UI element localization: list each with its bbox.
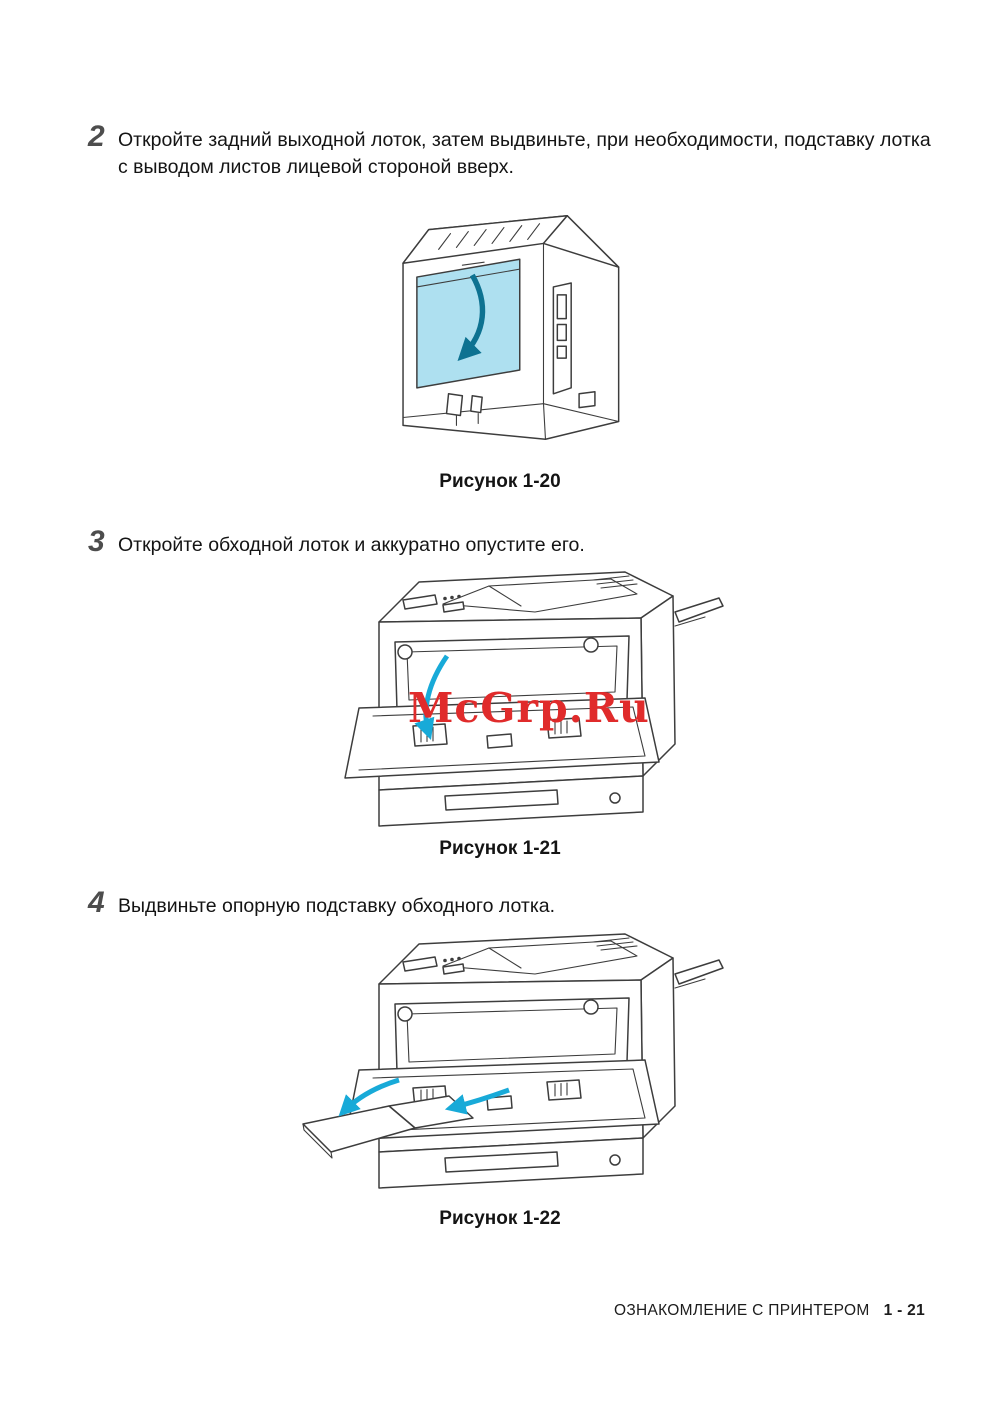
printer-front-body xyxy=(302,933,724,1189)
figure-1-20 xyxy=(332,192,662,464)
footer-section-title: ОЗНАКОМЛЕНИЕ С ПРИНТЕРОМ xyxy=(614,1302,870,1319)
figure-1-21 xyxy=(295,560,725,835)
figure-1-22 xyxy=(290,922,730,1202)
footer-page-number: 1 - 21 xyxy=(883,1302,925,1319)
figure-1-21-caption: Рисунок 1-21 xyxy=(439,838,561,859)
watermark: McGrp.Ru xyxy=(408,684,650,732)
lower-tray-arrow-icon xyxy=(414,654,450,740)
right-paper-support-wing xyxy=(674,597,724,623)
printer-front-open-tray-illustration xyxy=(344,571,724,827)
right-thumb-screw xyxy=(583,637,599,653)
page-footer: ОЗНАКОМЛЕНИЕ С ПРИНТЕРОМ 1 - 21 xyxy=(614,1302,925,1320)
step-2-number: 2 xyxy=(88,120,105,153)
unfold-support-arrow-icon xyxy=(338,1077,400,1117)
left-thumb-screw xyxy=(397,644,413,660)
step-3-text: Откройте обходной лоток и аккуратно опус… xyxy=(118,534,585,556)
step-4-number: 4 xyxy=(88,886,105,919)
printer-rear-body xyxy=(402,214,620,441)
step-2-text: Откройте задний выходной лоток, затем вы… xyxy=(118,129,931,178)
right-paper-support-wing xyxy=(674,959,724,985)
step-4-text: Выдвиньте опорную подставку обходного ло… xyxy=(118,895,556,917)
printer-rear-illustration xyxy=(402,214,620,441)
step-3-number: 3 xyxy=(88,525,105,558)
figure-1-20-caption: Рисунок 1-20 xyxy=(439,471,561,492)
figure-1-22-caption: Рисунок 1-22 xyxy=(439,1208,561,1229)
open-rear-tray-arrow-icon xyxy=(457,273,486,362)
rear-output-tray-highlight xyxy=(416,258,521,389)
pull-out-support-arrow-icon xyxy=(444,1087,510,1115)
printer-front-extended-support-illustration xyxy=(302,933,724,1189)
